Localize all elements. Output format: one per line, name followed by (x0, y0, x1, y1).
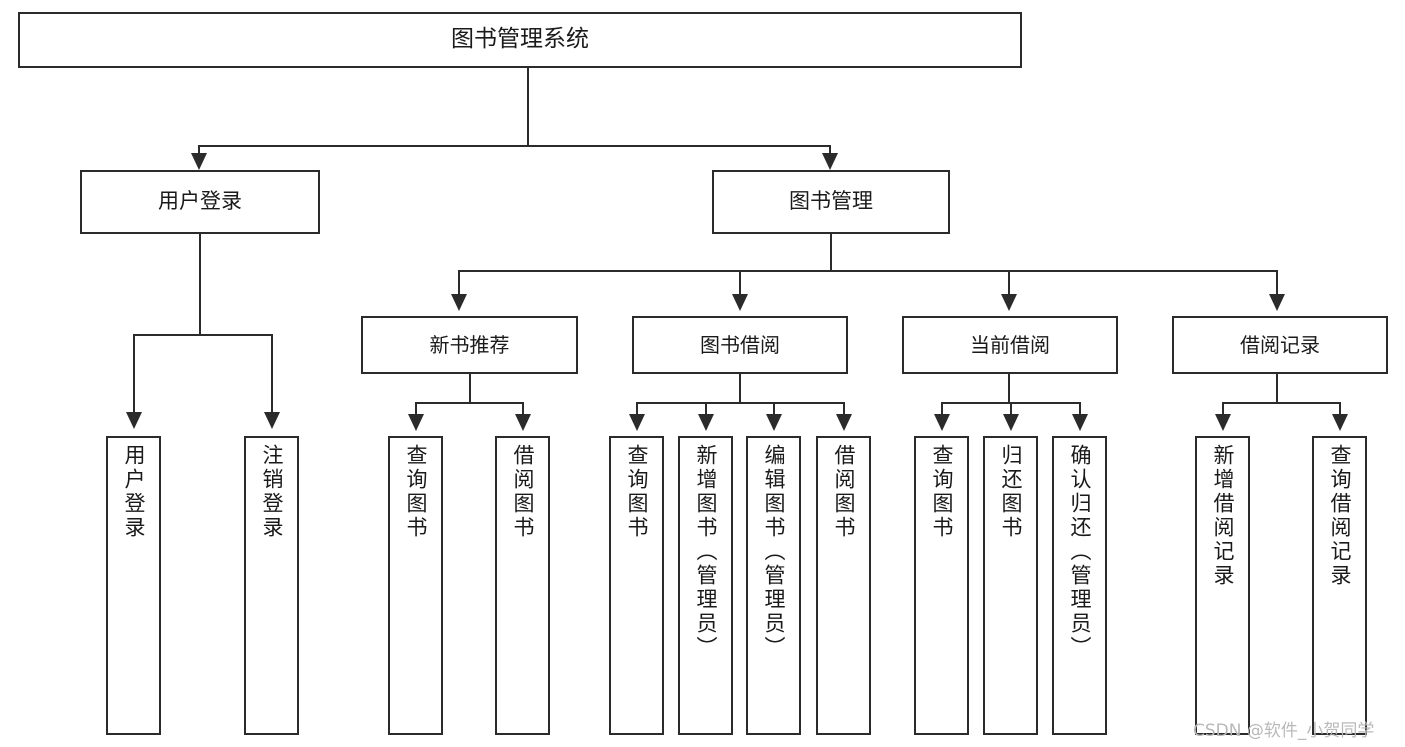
node-book-management[interactable]: 图书管理 (712, 170, 950, 234)
arrow-nbr-to-leaf-1 (408, 414, 424, 431)
node-label: 当前借阅 (970, 332, 1050, 357)
node-book-borrow[interactable]: 图书借阅 (632, 316, 848, 374)
edge-br-bus (1222, 402, 1340, 404)
edge-user-login-stem (199, 234, 201, 335)
arrow-br-to-leaf-2 (1332, 414, 1348, 431)
arrow-cb-to-leaf-3 (1072, 414, 1088, 431)
arrow-cb-to-leaf-1 (934, 414, 950, 431)
arrow-bb-to-leaf-1 (629, 414, 645, 431)
edge-cb-to-leaf-2 (1010, 402, 1012, 416)
arrow-root-to-user-login (191, 153, 207, 170)
node-current-borrow[interactable]: 当前借阅 (902, 316, 1118, 374)
arrow-bb-to-leaf-3 (766, 414, 782, 431)
node-leaf-user-login[interactable]: 用户登录 (106, 436, 161, 735)
arrow-bb-to-leaf-2 (698, 414, 714, 431)
arrow-bm-to-book-borrow (732, 294, 748, 311)
edge-bb-bus (636, 402, 844, 404)
arrow-bm-to-borrow-record (1269, 294, 1285, 311)
edge-nbr-stem (469, 374, 471, 403)
node-leaf-query-book-3[interactable]: 查询图书 (914, 436, 969, 735)
node-label: 借阅图书 (832, 444, 856, 540)
node-label: 归还图书 (999, 444, 1023, 540)
node-borrow-record[interactable]: 借阅记录 (1172, 316, 1388, 374)
edge-book-management-stem (830, 234, 832, 271)
edge-nbr-to-leaf-2 (522, 402, 524, 416)
arrow-nbr-to-leaf-2 (515, 414, 531, 431)
node-label: 新增图书（管理员） (694, 444, 718, 660)
edge-br-to-leaf-2 (1339, 402, 1341, 416)
node-label: 查询图书 (930, 444, 954, 540)
node-leaf-edit-book[interactable]: 编辑图书（管理员） (746, 436, 801, 735)
node-leaf-query-book-2[interactable]: 查询图书 (609, 436, 664, 735)
node-leaf-return-book[interactable]: 归还图书 (983, 436, 1038, 735)
edge-bm-to-current-borrow (1008, 270, 1010, 296)
node-leaf-logout[interactable]: 注销登录 (244, 436, 299, 735)
arrow-root-to-book-management (822, 153, 838, 170)
node-label: 查询借阅记录 (1328, 444, 1352, 588)
edge-nbr-to-leaf-1 (415, 402, 417, 416)
edge-user-login-bus (133, 334, 272, 336)
arrow-user-login-to-leaf-1 (126, 412, 142, 429)
node-user-login[interactable]: 用户登录 (80, 170, 320, 234)
edge-bb-stem (739, 374, 741, 403)
node-label: 新增借阅记录 (1211, 444, 1235, 588)
edge-bm-to-book-borrow (739, 270, 741, 296)
arrow-bm-to-current-borrow (1001, 294, 1017, 311)
node-label: 图书借阅 (700, 332, 780, 357)
node-label: 新书推荐 (429, 332, 510, 357)
node-label: 编辑图书（管理员） (762, 444, 786, 660)
node-label: 确认归还（管理员） (1068, 444, 1092, 660)
edge-bm-to-borrow-record (1276, 270, 1278, 296)
node-label: 查询图书 (625, 444, 649, 540)
node-leaf-borrow-book-1[interactable]: 借阅图书 (495, 436, 550, 735)
node-leaf-confirm-return[interactable]: 确认归还（管理员） (1052, 436, 1107, 735)
node-leaf-query-record[interactable]: 查询借阅记录 (1312, 436, 1367, 735)
edge-bb-to-leaf-4 (843, 402, 845, 416)
edge-root-stem (527, 68, 529, 145)
node-label: 借阅记录 (1240, 332, 1320, 357)
arrow-user-login-to-leaf-2 (264, 412, 280, 429)
edge-root-to-book-management (829, 145, 831, 157)
node-leaf-query-book-1[interactable]: 查询图书 (388, 436, 443, 735)
edge-user-login-to-leaf-2 (271, 334, 273, 414)
node-label: 用户登录 (122, 444, 146, 540)
node-new-book-recommend[interactable]: 新书推荐 (361, 316, 578, 374)
edge-cb-to-leaf-1 (941, 402, 943, 416)
edge-bb-to-leaf-3 (773, 402, 775, 416)
node-leaf-add-record[interactable]: 新增借阅记录 (1195, 436, 1250, 735)
edge-bb-to-leaf-1 (636, 402, 638, 416)
node-label: 图书管理系统 (451, 26, 589, 53)
edge-br-to-leaf-1 (1222, 402, 1224, 416)
node-label: 图书管理 (789, 189, 873, 214)
edge-root-to-user-login (198, 145, 200, 157)
arrow-bm-to-new-book (451, 294, 467, 311)
node-label: 注销登录 (260, 444, 284, 540)
arrow-br-to-leaf-1 (1215, 414, 1231, 431)
node-label: 借阅图书 (511, 444, 535, 540)
edge-root-bus (198, 145, 830, 147)
node-root-book-management-system[interactable]: 图书管理系统 (18, 12, 1022, 68)
node-label: 用户登录 (158, 189, 242, 214)
edge-book-management-bus (458, 270, 1277, 272)
arrow-cb-to-leaf-2 (1003, 414, 1019, 431)
edge-cb-stem (1008, 374, 1010, 403)
node-leaf-add-book[interactable]: 新增图书（管理员） (678, 436, 733, 735)
edge-nbr-bus (415, 402, 523, 404)
edge-cb-to-leaf-3 (1079, 402, 1081, 416)
edge-bb-to-leaf-2 (705, 402, 707, 416)
node-leaf-borrow-book-2[interactable]: 借阅图书 (816, 436, 871, 735)
edge-user-login-to-leaf-1 (133, 334, 135, 414)
edge-bm-to-new-book (458, 270, 460, 296)
node-label: 查询图书 (404, 444, 428, 540)
arrow-bb-to-leaf-4 (836, 414, 852, 431)
edge-br-stem (1276, 374, 1278, 403)
